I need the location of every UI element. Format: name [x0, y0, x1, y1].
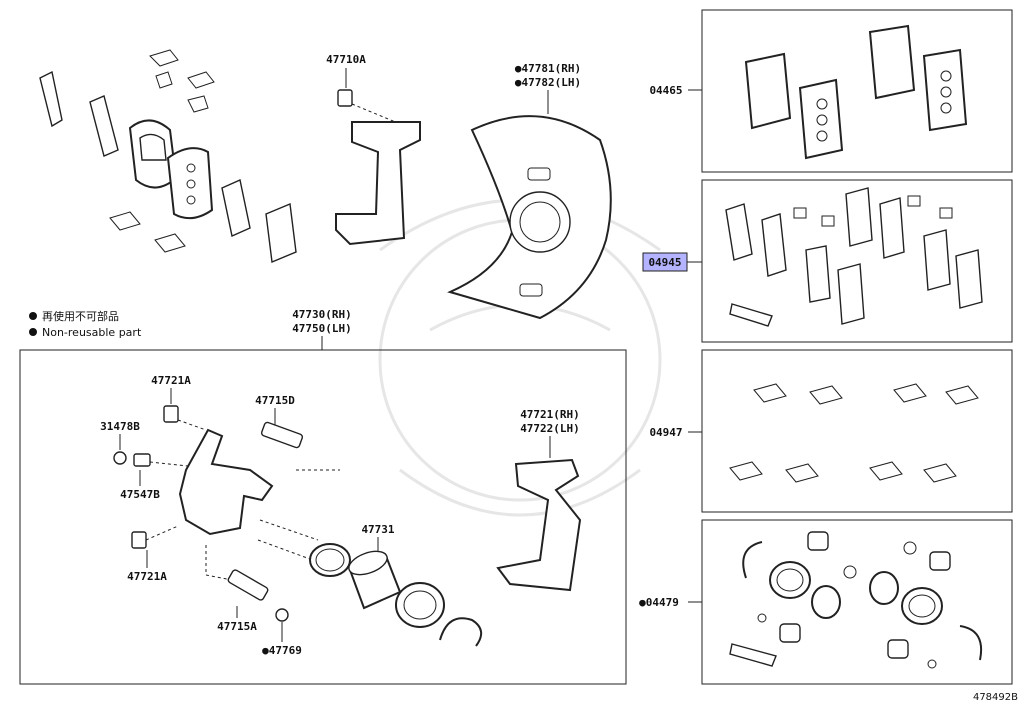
legend: 再使用不可部品 Non-reusable part [29, 309, 142, 339]
brake-pad [166, 147, 214, 220]
label-47722-lh: 47722(LH) [520, 422, 580, 435]
kit-04479: ●04479 [639, 519, 1013, 685]
top-pads-group [39, 49, 297, 264]
shim-part [265, 202, 297, 264]
label-04479: ●04479 [639, 596, 679, 609]
label-47710A: 47710A [326, 53, 366, 66]
label-47782-lh: ●47782(LH) [515, 76, 581, 89]
diagram-ref-number: 478492B [973, 692, 1018, 703]
label-47750-lh: 47750(LH) [292, 322, 352, 335]
label-04945[interactable]: 04945 [648, 256, 681, 269]
label-31478B: 31478B [100, 420, 140, 433]
shim-part [89, 95, 119, 157]
label-47730-rh: 47730(RH) [292, 308, 352, 321]
label-47547B: 47547B [120, 488, 160, 501]
label-04947: 04947 [649, 426, 682, 439]
label-47731: 47731 [361, 523, 394, 536]
label-47715A: 47715A [217, 620, 257, 633]
label-04465: 04465 [649, 84, 682, 97]
shim-part [39, 70, 63, 128]
dust-shield-part [447, 115, 612, 320]
kit-04945: 04945 [642, 179, 1013, 343]
label-47769: ●47769 [262, 644, 302, 657]
kit-04465: 04465 [649, 9, 1013, 173]
label-47721-rh: 47721(RH) [520, 408, 580, 421]
caliper-parts [113, 405, 582, 647]
kit-04947: 04947 [649, 349, 1013, 513]
brake-pad-lining [139, 133, 167, 161]
label-47721A-top: 47721A [151, 374, 191, 387]
shim-part [221, 179, 251, 237]
label-47781-rh: ●47781(RH) [515, 62, 581, 75]
caliper-assembly-box [19, 349, 627, 685]
label-47715D: 47715D [255, 394, 295, 407]
legend-en: Non-reusable part [42, 326, 142, 339]
label-47721A-bottom: 47721A [127, 570, 167, 583]
caliper-mount-47710A [335, 89, 421, 246]
legend-jp: 再使用不可部品 [42, 309, 119, 323]
